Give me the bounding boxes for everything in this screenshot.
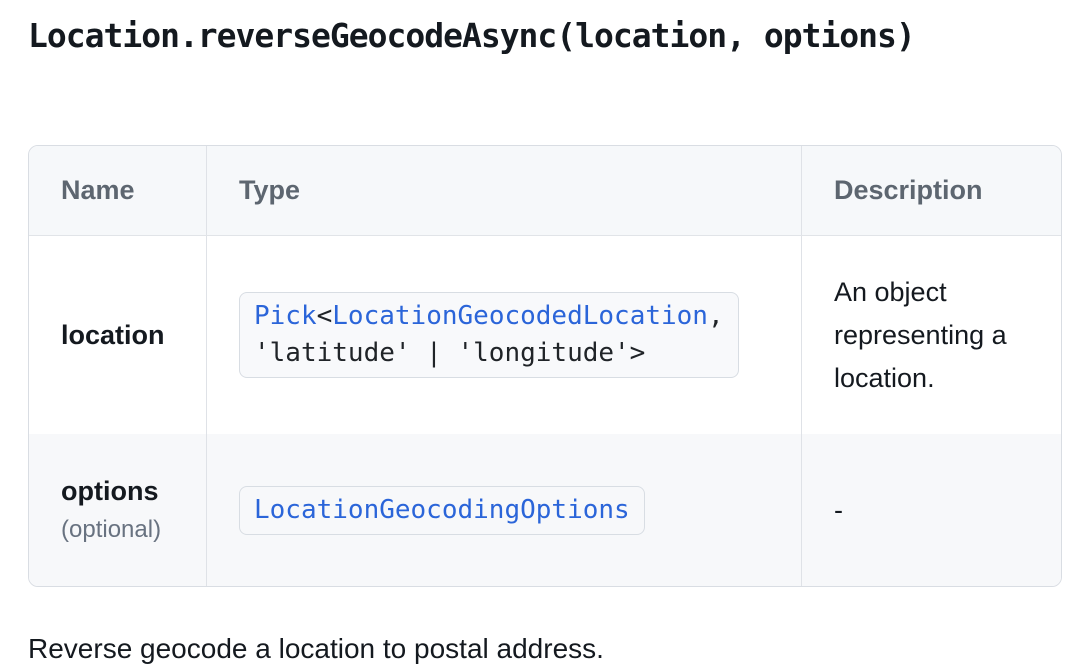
param-optional-label: (optional)	[61, 516, 162, 543]
description-cell: -	[801, 434, 1061, 586]
name-cell: location	[29, 236, 206, 434]
param-name-options: options	[61, 476, 159, 506]
type-code-pill: LocationGeocodingOptions	[239, 485, 645, 535]
header-cell-name: Name	[29, 146, 206, 235]
header-cell-type: Type	[206, 146, 801, 235]
description-cell: An object representing a location.	[801, 236, 1061, 434]
param-description: An object representing a location.	[834, 276, 1007, 393]
code-literal-union: 'latitude' | 'longitude'>	[254, 338, 646, 368]
header-cell-description: Description	[801, 146, 1061, 235]
type-link-pick[interactable]: Pick	[254, 301, 317, 331]
table-row-options: options (optional) LocationGeocodingOpti…	[29, 434, 1061, 586]
type-cell: LocationGeocodingOptions	[206, 434, 801, 586]
name-cell: options (optional)	[29, 434, 206, 586]
type-cell: Pick<LocationGeocodedLocation, 'latitude'…	[206, 236, 801, 434]
type-code-pill: Pick<LocationGeocodedLocation, 'latitude'…	[239, 292, 739, 378]
column-header-name: Name	[61, 175, 135, 205]
param-description: -	[834, 494, 843, 525]
code-punct: ,	[707, 301, 724, 331]
column-header-type: Type	[239, 175, 301, 205]
param-name-location: location	[61, 319, 165, 350]
type-link-location-geocoding-options[interactable]: LocationGeocodingOptions	[254, 494, 630, 525]
method-summary-text: Reverse geocode a location to postal add…	[28, 633, 604, 664]
type-link-location-geocoded-location[interactable]: LocationGeocodedLocation	[332, 301, 708, 331]
code-punct: <	[316, 301, 333, 331]
column-header-description: Description	[834, 175, 983, 205]
table-header-row: Name Type Description	[29, 146, 1061, 236]
parameters-table: Name Type Description location Pick<Loca…	[28, 145, 1062, 587]
table-row-location: location Pick<LocationGeocodedLocation, '…	[29, 236, 1061, 434]
api-method-heading: Location.reverseGeocodeAsync(location, o…	[28, 16, 916, 55]
